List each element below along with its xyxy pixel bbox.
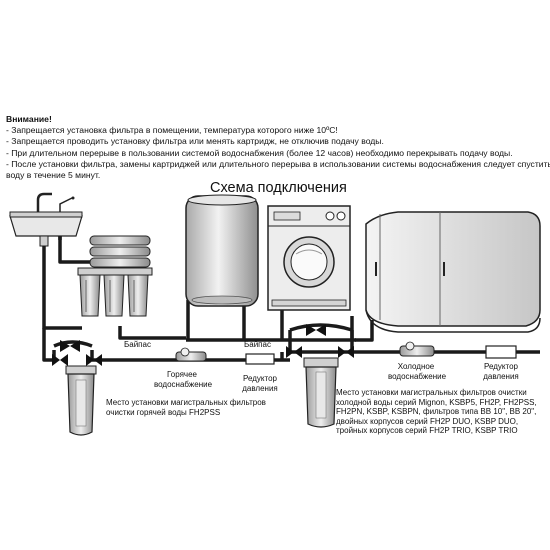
cold-filter-place-line: холодной воды серий Mignon, KSBP5, FH2P,…: [336, 397, 537, 407]
valves: [52, 324, 354, 366]
pressure-reducer-left-label: Редуктор давления: [240, 374, 280, 393]
cold-filter-place-line: тройных корпусов серий FH2P TRIO, KSBP T…: [336, 426, 518, 435]
warning-title: Внимание!: [6, 114, 52, 124]
scheme-title: Схема подключения: [210, 180, 347, 196]
washing-machine: [267, 205, 351, 311]
cold-water-filter: [303, 357, 339, 428]
hot-water-line: водоснабжение: [154, 379, 213, 389]
cold-filter-place-line: FH2PN, KSBP, KSBPN, фильтров типа BB 10"…: [336, 407, 537, 416]
hot-water-line: Горячее: [166, 370, 197, 379]
hot-filter-place-label: Место установки магистральных фильтров о…: [106, 398, 266, 417]
warning-line: воду в течение 5 минут.: [6, 170, 101, 181]
hot-filter-place-line: очистки горячей воды FH2PSS: [106, 407, 221, 417]
pressure-reducer-line: Редуктор: [243, 374, 277, 383]
pressure-reducer-line: давления: [483, 371, 519, 381]
sink: [9, 192, 83, 247]
hot-filter-place-line: Место установки магистральных фильтров: [106, 398, 266, 407]
bypass-left-label: Байпас: [124, 340, 151, 349]
warning-line: - Запрещается проводить установку фильтр…: [6, 136, 384, 147]
pressure-reducer-line: давления: [242, 383, 278, 393]
pressure-reducer-left: [245, 353, 275, 365]
water-heater: [185, 194, 259, 307]
hot-water-meter: [175, 347, 207, 362]
warning-line: - Запрещается установка фильтра в помеще…: [6, 125, 338, 136]
hot-water-label: Горячее водоснабжение: [154, 370, 213, 389]
warning-line: - При длительном перерыве в пользовании …: [6, 147, 513, 158]
cold-water-line: Холодное: [397, 362, 435, 371]
warning-line: - После установки фильтра, замены картри…: [6, 158, 550, 169]
cold-filter-place-label: Место установки магистральных фильтров о…: [336, 388, 537, 436]
shower-cabin: [365, 211, 541, 333]
cold-water-label: Холодное водоснабжение: [388, 362, 447, 381]
cold-water-line: водоснабжение: [388, 371, 447, 381]
cold-water-meter: [399, 341, 435, 357]
cold-filter-place-line: двойных корпусов серий FH2P DUO, KSBP DU…: [336, 416, 519, 426]
ro-system: [77, 235, 153, 317]
pressure-reducer-line: Редуктор: [484, 362, 518, 371]
pressure-reducer-right: [485, 345, 517, 359]
bypass-right-label: Байпас: [244, 340, 271, 349]
warning-block: Внимание! - Запрещается установка фильтр…: [6, 114, 550, 181]
pressure-reducer-right-label: Редуктор давления: [480, 362, 522, 381]
hot-water-filter: [65, 365, 97, 436]
cold-filter-place-line: Место установки магистральных фильтров о…: [336, 388, 527, 397]
